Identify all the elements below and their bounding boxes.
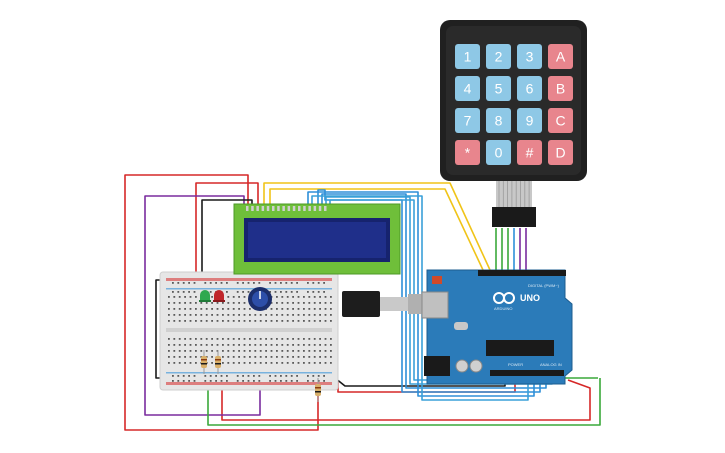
keypad-key-B[interactable]: B bbox=[548, 76, 573, 101]
keypad-key-7[interactable]: 7 bbox=[455, 108, 480, 133]
atmega-chip bbox=[486, 340, 554, 356]
keypad-key-label: 9 bbox=[526, 113, 534, 129]
wire-red-inner[interactable] bbox=[195, 182, 259, 278]
wire-yellow-1[interactable] bbox=[263, 182, 491, 271]
keypad-key-label: C bbox=[555, 113, 565, 129]
keypad-key-label: 3 bbox=[526, 49, 534, 65]
keypad-key-label: 7 bbox=[464, 113, 472, 129]
lcd-display[interactable] bbox=[233, 203, 401, 275]
digital-header bbox=[478, 270, 566, 276]
keypad-key-label: 4 bbox=[464, 81, 472, 97]
led-red[interactable] bbox=[213, 290, 225, 302]
keypad-key-5[interactable]: 5 bbox=[486, 76, 511, 101]
keypad-key-label: A bbox=[556, 49, 566, 65]
usb-cable[interactable] bbox=[342, 291, 430, 317]
resistor-2[interactable] bbox=[215, 350, 221, 374]
breadboard[interactable] bbox=[159, 271, 339, 391]
capacitor-2 bbox=[469, 359, 483, 373]
breadboard-holes bbox=[168, 282, 332, 382]
keypad-connector bbox=[492, 207, 536, 227]
keypad-key-8[interactable]: 8 bbox=[486, 108, 511, 133]
keypad-key-1[interactable]: 1 bbox=[455, 44, 480, 69]
reset-button[interactable] bbox=[432, 276, 442, 284]
led-green[interactable] bbox=[199, 290, 211, 302]
keypad-key-label: # bbox=[526, 145, 534, 161]
keypad-key-label: 1 bbox=[464, 49, 472, 65]
board-model-label: UNO bbox=[520, 293, 540, 303]
keypad-key-D[interactable]: D bbox=[548, 140, 573, 165]
arduino-logo-icon bbox=[493, 292, 515, 304]
keypad-key-label: 0 bbox=[495, 145, 503, 161]
keypad-key-label: 8 bbox=[495, 113, 503, 129]
keypad-key-9[interactable]: 9 bbox=[517, 108, 542, 133]
potentiometer[interactable] bbox=[248, 287, 272, 311]
keypad-key-label: * bbox=[465, 145, 471, 161]
lcd-pin-header bbox=[246, 206, 327, 211]
capacitor-1 bbox=[455, 359, 469, 373]
keypad-key-3[interactable]: 3 bbox=[517, 44, 542, 69]
keypad-key-6[interactable]: 6 bbox=[517, 76, 542, 101]
keypad-key-2[interactable]: 2 bbox=[486, 44, 511, 69]
board-brand-label: ARDUINO bbox=[494, 306, 512, 311]
keypad-4x4[interactable]: 1 2 3 A 4 5 6 B 7 8 9 C * 0 # D bbox=[440, 20, 587, 227]
wire-red-outer[interactable] bbox=[124, 174, 319, 431]
keypad-key-A[interactable]: A bbox=[548, 44, 573, 69]
resistor-1[interactable] bbox=[201, 350, 207, 374]
analog-pins-label: ANALOG IN bbox=[540, 362, 562, 367]
wire-purple[interactable] bbox=[144, 195, 261, 416]
wire-yellow-2[interactable] bbox=[269, 188, 484, 271]
crystal bbox=[454, 322, 468, 330]
resistor-3[interactable] bbox=[315, 378, 321, 402]
keypad-key-0[interactable]: 0 bbox=[486, 140, 511, 165]
usb-port bbox=[421, 291, 449, 319]
power-analog-header bbox=[490, 370, 564, 376]
keypad-key-label: 6 bbox=[526, 81, 534, 97]
keypad-key-label: 5 bbox=[495, 81, 503, 97]
power-jack bbox=[424, 356, 450, 376]
keypad-key-*[interactable]: * bbox=[455, 140, 480, 165]
keypad-key-C[interactable]: C bbox=[548, 108, 573, 133]
keypad-key-label: D bbox=[555, 145, 565, 161]
arduino-uno-board[interactable]: UNO ARDUINO DIGITAL (PWM~) POWER ANALOG … bbox=[421, 269, 573, 385]
power-pins-label: POWER bbox=[508, 362, 523, 367]
keypad-key-#[interactable]: # bbox=[517, 140, 542, 165]
keypad-key-4[interactable]: 4 bbox=[455, 76, 480, 101]
wire-black-top[interactable] bbox=[201, 199, 253, 290]
keypad-key-label: 2 bbox=[495, 49, 503, 65]
keypad-key-label: B bbox=[556, 81, 565, 97]
digital-pins-label: DIGITAL (PWM~) bbox=[528, 283, 560, 288]
keypad-ribbon bbox=[496, 181, 532, 207]
